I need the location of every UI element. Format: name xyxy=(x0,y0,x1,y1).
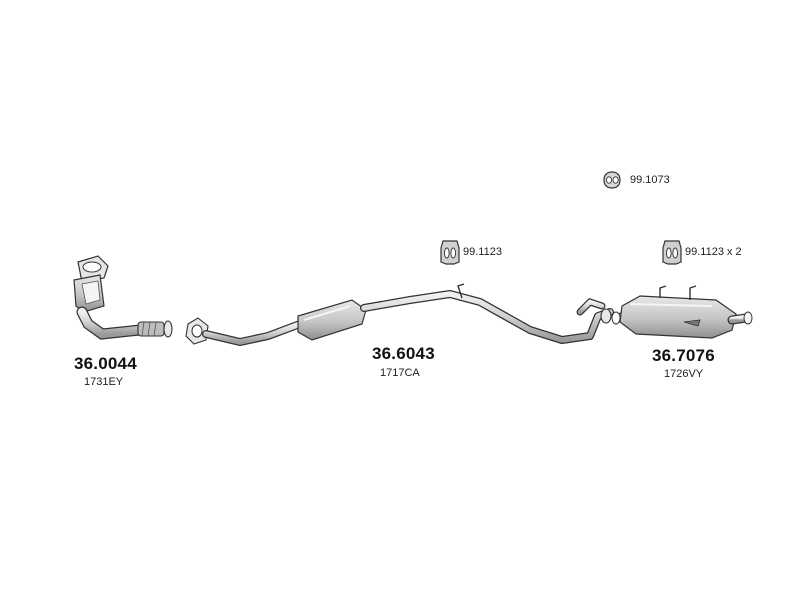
exhaust-hanger-icon xyxy=(440,240,460,265)
oe-code-label: 1731EY xyxy=(84,376,124,388)
accessory-label: 99.1123 xyxy=(463,246,502,258)
part-number-label: 36.0044 xyxy=(74,354,137,373)
exhaust-hanger-icon xyxy=(662,240,682,265)
part-number-label: 36.7076 xyxy=(652,346,715,365)
part-number-label: 36.6043 xyxy=(372,344,435,363)
accessory-label: 99.1123 x 2 xyxy=(685,246,742,258)
oe-code-label: 1717CA xyxy=(380,367,420,379)
accessory-label: 99.1073 xyxy=(630,174,670,186)
exhaust-ring-mount-icon xyxy=(603,171,621,189)
oe-code-label: 1726VY xyxy=(664,368,704,380)
catalytic-converter-part xyxy=(73,255,173,340)
middle-silencer-part xyxy=(185,283,614,347)
rear-silencer-part xyxy=(611,285,753,339)
